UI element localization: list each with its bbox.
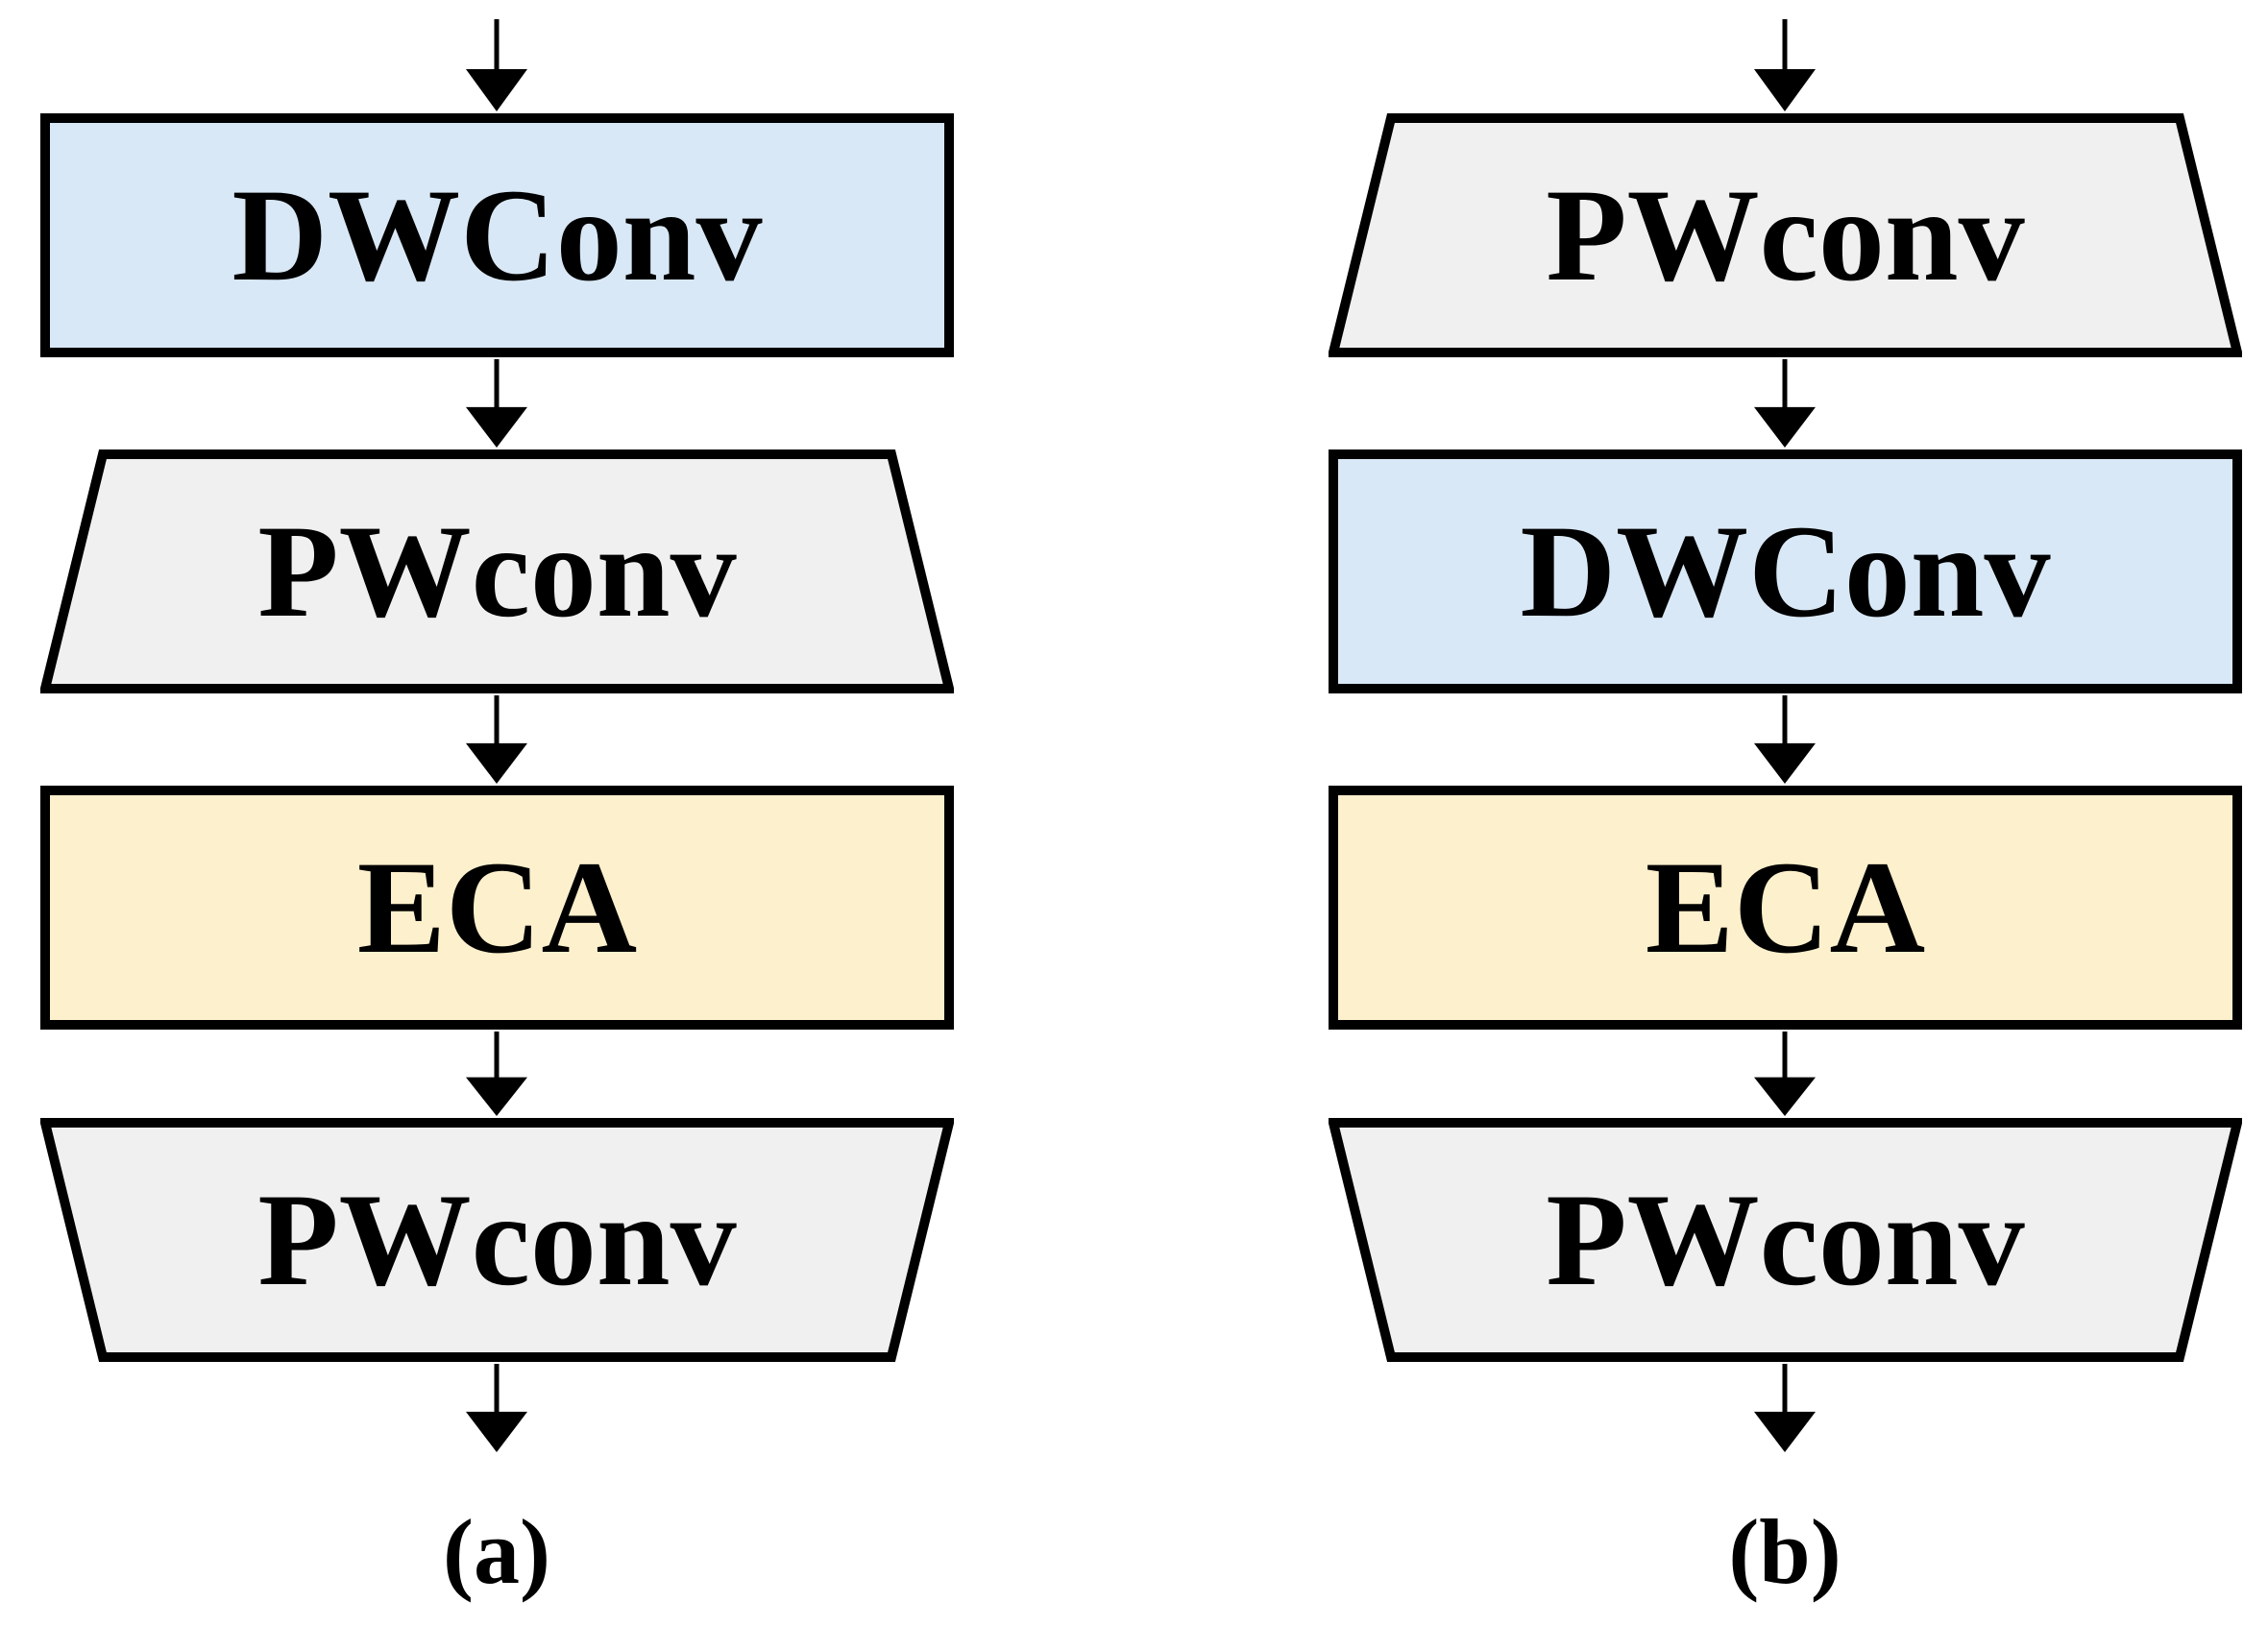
trapezoid-shape: [40, 449, 954, 693]
arrow-down-icon: [466, 359, 527, 448]
rectangle-shape: [40, 113, 954, 357]
trapezoid-shape: [1329, 1118, 2242, 1362]
arrow-down-icon: [1754, 19, 1816, 111]
block-pwconv-expand: PWconv: [40, 449, 954, 693]
arrow-down-icon: [1754, 695, 1816, 784]
block-pwconv-project: PWconv: [1329, 1118, 2242, 1362]
arrow-down-icon: [466, 1032, 527, 1116]
block-dwconv: DWConv: [1329, 449, 2242, 693]
rectangle-shape: [1329, 786, 2242, 1030]
rectangle-shape: [40, 786, 954, 1030]
arrow-down-icon: [1754, 359, 1816, 448]
trapezoid-shape: [40, 1118, 954, 1362]
arrow-down-icon: [466, 1364, 527, 1452]
arrow-down-icon: [466, 19, 527, 111]
block-eca: ECA: [1329, 786, 2242, 1030]
block-dwconv: DWConv: [40, 113, 954, 357]
block-pwconv-expand: PWconv: [1329, 113, 2242, 357]
panel-a-caption: (a): [443, 1499, 550, 1603]
block-pwconv-project: PWconv: [40, 1118, 954, 1362]
arrow-down-icon: [1754, 1364, 1816, 1452]
panel-b-caption: (b): [1728, 1499, 1841, 1603]
block-eca: ECA: [40, 786, 954, 1030]
arrow-down-icon: [1754, 1032, 1816, 1116]
rectangle-shape: [1329, 449, 2242, 693]
trapezoid-shape: [1329, 113, 2242, 357]
arrow-down-icon: [466, 695, 527, 784]
